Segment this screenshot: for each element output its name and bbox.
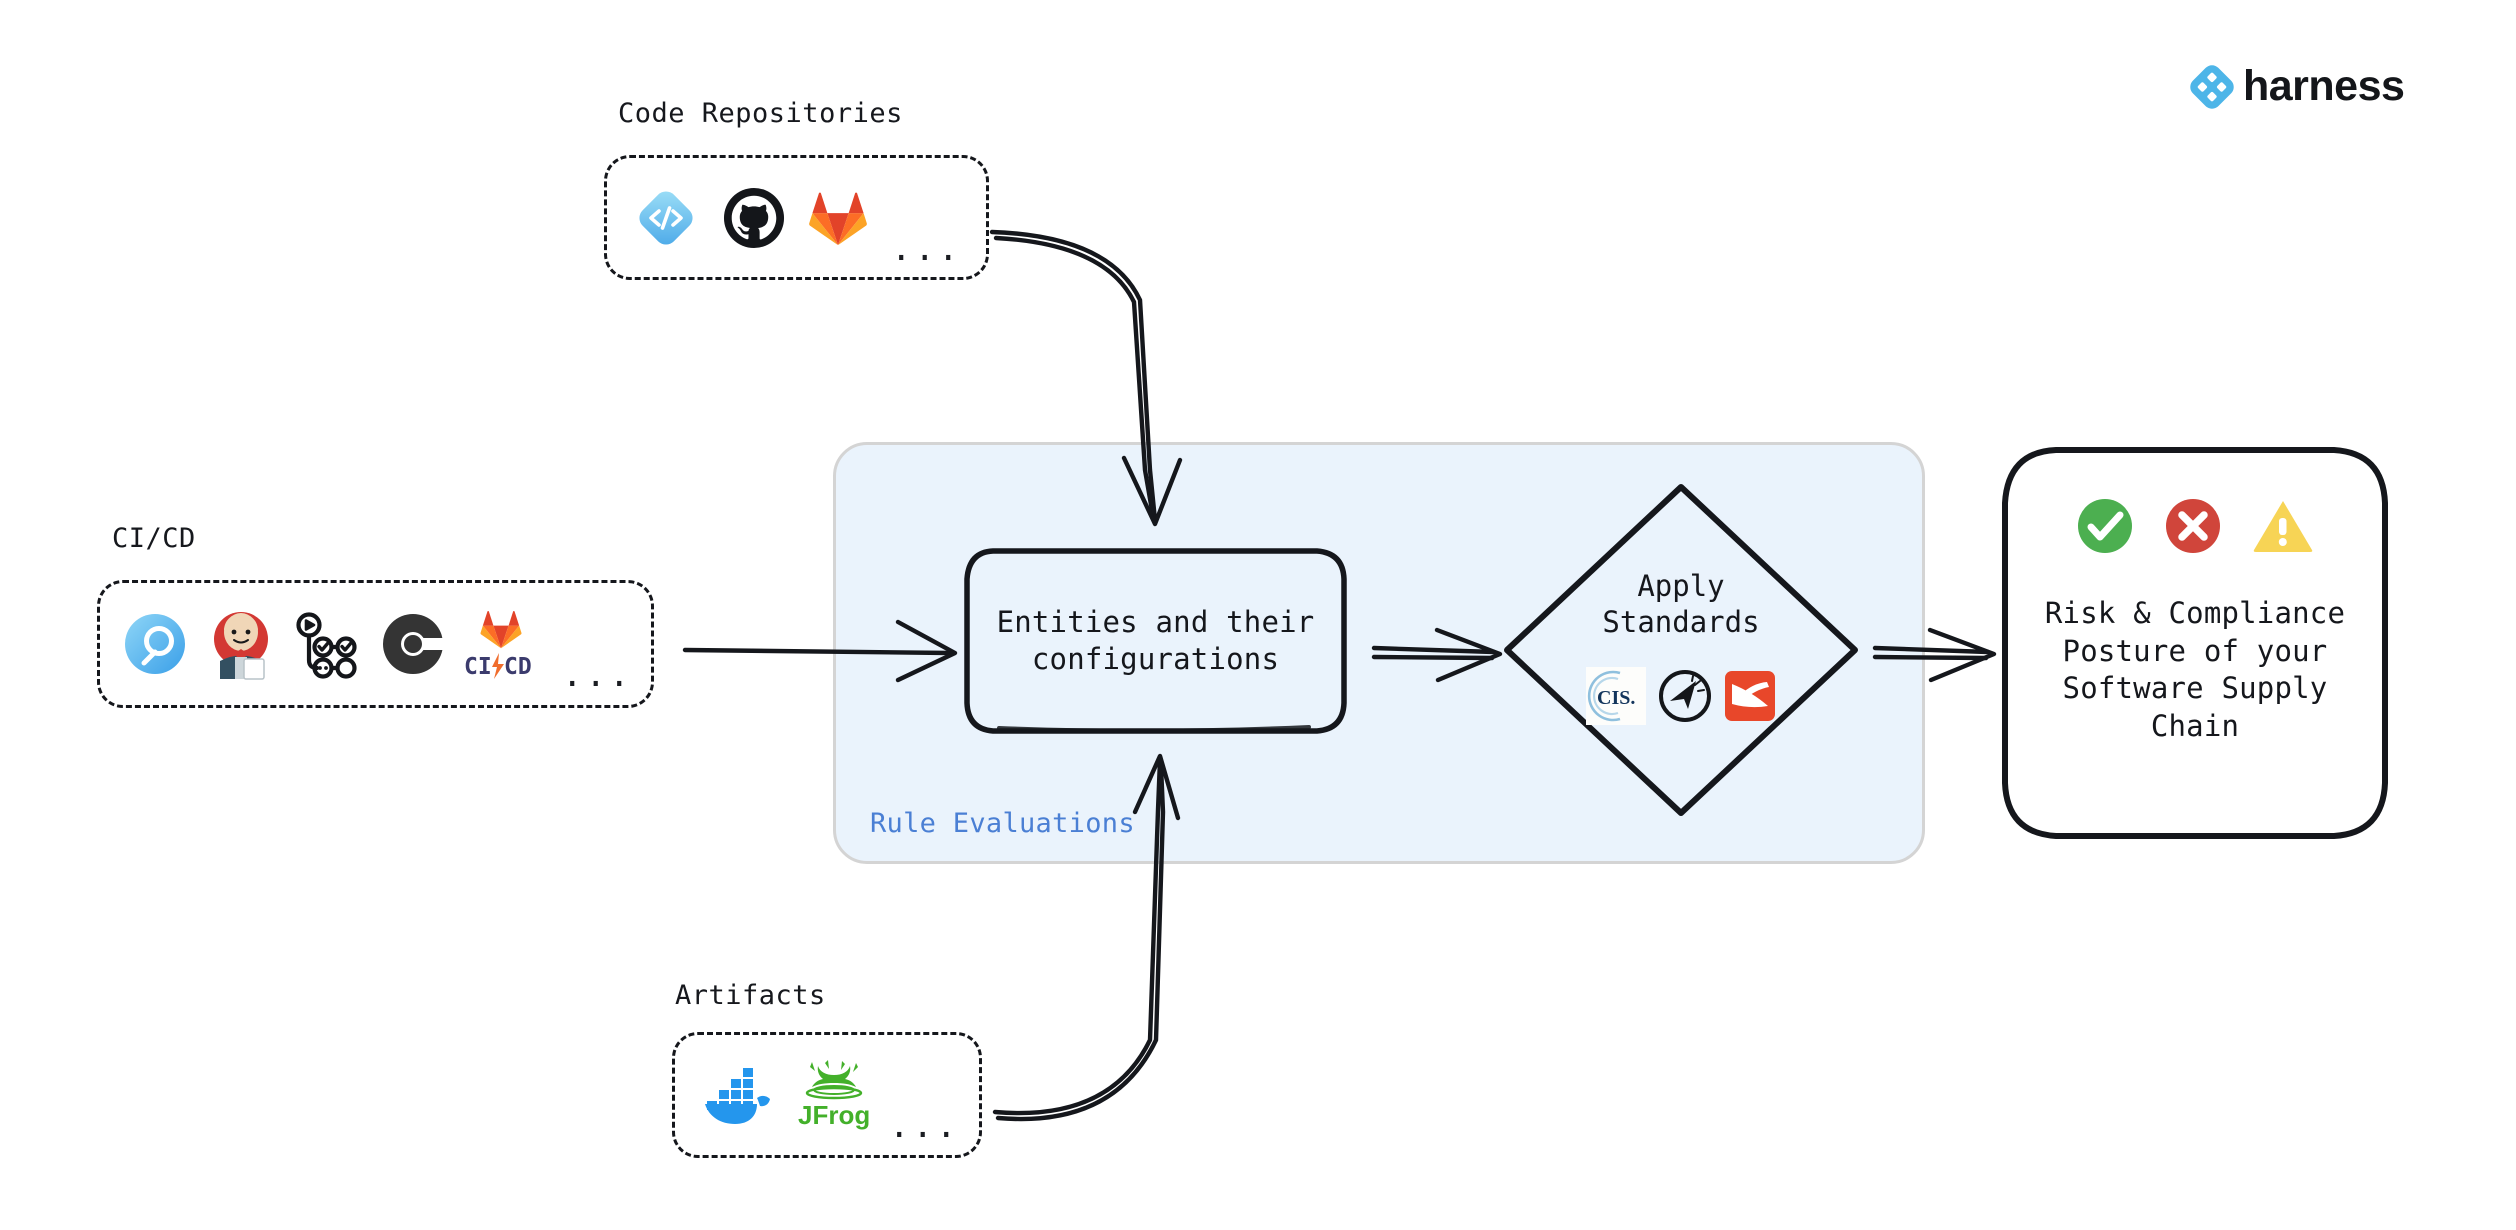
svg-text:CD: CD [504,654,532,680]
harness-icon [125,614,185,674]
status-icon-row [2000,497,2390,555]
gitlab-cicd-text-icon: CI CD [464,653,532,680]
jfrog-wordmark-icon: JFrog [798,1100,870,1130]
svg-text:CIS.: CIS. [1597,687,1635,709]
brand-wordmark: harness [2243,62,2405,110]
openssf-icon [1659,670,1711,722]
cicd-group: CI CD ... [97,580,654,708]
gitlab-icon [809,192,867,245]
standards-icon-row: CIS. [1501,667,1861,725]
jfrog-splash-icon [805,1060,863,1100]
harness-diamond-logo-icon [2190,64,2234,109]
artifacts-ellipsis: ... [889,1106,960,1146]
risk-compliance-text: Risk & Compliance Posture of your Softwa… [2044,596,2346,744]
gitlab-fox-icon [480,611,522,649]
cis-icon: CIS. [1586,667,1646,725]
cicd-ellipsis: ... [562,655,633,695]
entities-configurations-text: Entities and their configurations [996,604,1315,676]
artifacts-label: Artifacts [675,980,826,1011]
apply-standards-text: Apply Standards [1602,569,1760,639]
risk-compliance-output-box[interactable]: Risk & Compliance Posture of your Softwa… [2000,445,2390,841]
entities-configurations-box[interactable]: Entities and their configurations [963,547,1348,735]
github-icon [723,187,785,248]
x-circle-icon [2166,499,2220,553]
jenkins-icon [214,612,268,680]
github-actions-icon [296,612,357,679]
docker-icon [705,1068,770,1124]
artifacts-group: JFrog ... [672,1032,982,1158]
apply-standards-node[interactable]: Apply Standards CIS. [1501,481,1861,819]
harness-code-icon [639,190,693,245]
rule-evaluations-label: Rule Evaluations [870,808,1135,839]
entities-box-outline-icon [964,548,1347,734]
check-circle-icon [2078,499,2132,553]
warning-triangle-icon [2253,501,2313,552]
gitlab-cicd-icon: CI CD [464,608,538,680]
elastic-icon [1725,671,1775,721]
code-repositories-ellipsis: ... [891,229,962,269]
svg-text:JFrog: JFrog [798,1100,870,1130]
code-repositories-label: Code Repositories [618,98,903,129]
harness-brand-logo: harness [2190,62,2405,111]
code-repositories-group: ... [604,155,989,280]
svg-text:CI: CI [464,654,492,680]
circleci-icon [383,614,447,674]
cicd-label: CI/CD [112,523,196,554]
jfrog-icon: JFrog [797,1060,871,1130]
apply-standards-diamond-icon [1504,484,1858,816]
